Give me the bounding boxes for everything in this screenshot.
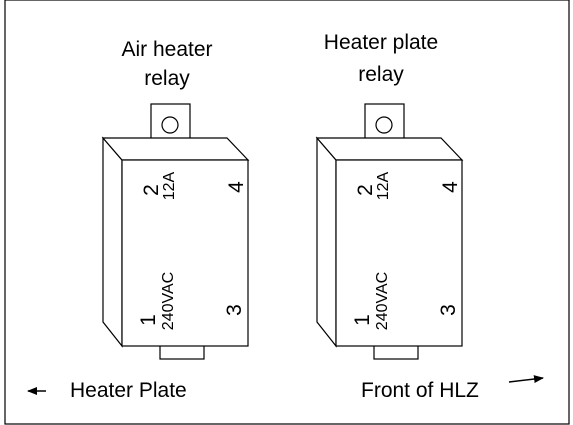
terminal-3-label: 3 <box>437 304 460 316</box>
right-arrow-icon <box>508 375 544 384</box>
terminal-4-label: 4 <box>225 181 248 193</box>
heater-plate-relay: Heater plate relay 2 12A 4 1 240VAC 3 <box>315 31 464 360</box>
terminal-2-label: 2 <box>140 184 163 196</box>
heater-plate-direction-label: Heater Plate <box>70 379 187 402</box>
current-rating: 12A <box>375 171 392 200</box>
relay-body-top <box>101 137 250 161</box>
relay-title-line2: relay <box>144 67 190 90</box>
voltage-rating: 240VAC <box>374 272 391 330</box>
air-heater-relay: Air heater relay 2 12A 4 1 240VAC 3 <box>101 38 250 360</box>
mounting-hole <box>161 116 179 134</box>
mounting-hole <box>375 116 393 134</box>
relay-body-side <box>102 136 123 348</box>
relay-body-front <box>335 159 463 347</box>
terminal-2-label: 2 <box>354 184 377 196</box>
terminal-1-label: 1 <box>351 314 374 326</box>
terminal-4-label: 4 <box>439 181 462 193</box>
diagram-frame <box>4 0 570 425</box>
relay-title-line1: Air heater <box>121 38 212 61</box>
relay-title-line2: relay <box>358 63 404 86</box>
relay-body-front <box>121 159 249 347</box>
front-direction-label: Front of HLZ <box>361 379 479 402</box>
terminal-1-label: 1 <box>137 314 160 326</box>
relay-title-line1: Heater plate <box>324 31 438 54</box>
relay-body-side <box>316 136 337 348</box>
voltage-rating: 240VAC <box>160 272 177 330</box>
terminal-3-label: 3 <box>223 304 246 316</box>
current-rating: 12A <box>161 171 178 200</box>
relay-body-top <box>315 137 464 161</box>
